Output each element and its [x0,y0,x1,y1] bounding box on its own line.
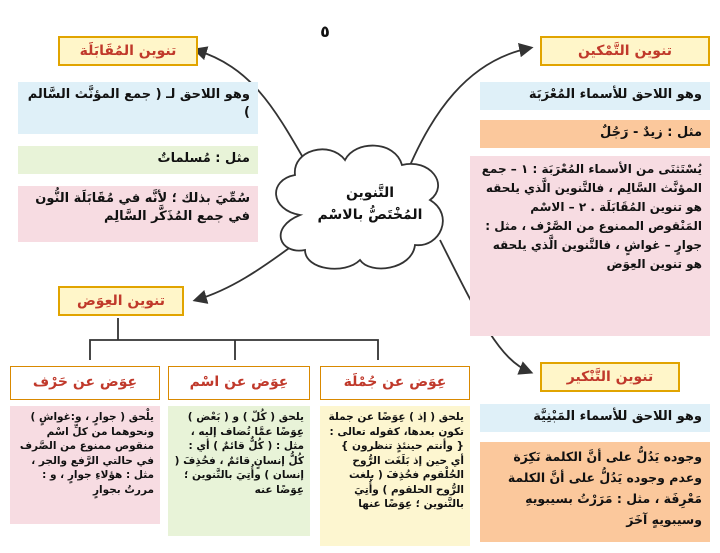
tamkeen-definition: وهو اللاحق للأسماء المُعْرَبَة [480,82,710,110]
page-number: ٥ [320,22,330,41]
iwad-branch-line [89,318,379,360]
tankeer-definition: وهو اللاحق للأسماء المَبْنِيَّة [480,404,710,432]
iwad-jumla-title: عِوَض عن جُمْلَة [320,366,470,400]
center-line2: المُخْتَصُّ بالاسْم [317,207,423,223]
muqabala-reason: سُمِّيَ بذلك ؛ لأنَّه في مُقَابَلَة النُ… [18,186,258,242]
muqabala-example: مثل : مُسلماتٌ [18,146,258,174]
tamkeen-exceptions: يُسْتَثنَى من الأسماء المُعْرَبَة : ١ – … [470,156,710,336]
iwad-harf-text: يلْحق ( جوارٍ ، و:غواشٍ ) ونحوهما من كلِ… [10,406,160,524]
arrow-to-tamkeen [399,43,534,191]
iwad-jumla-text: يلحق ( إذ ) عِوَضًا عن جملة تكون بعدها، … [320,406,470,546]
tamkeen-example: مثل : زيدٌ - رَجُلٌ [480,120,710,148]
tankeer-title: تنوين التَّنْكير [540,362,680,392]
iwad-harf-title: عِوَض عن حَرْف [10,366,160,400]
muqabala-title: تنوين المُقَابَلَة [58,36,198,66]
center-line1: التَّنوين [345,185,395,201]
iwad-title: تنوين العِوَض [58,286,184,316]
tamkeen-title: تنوين التَّمْكين [540,36,710,66]
iwad-ism-title: عِوَض عن اسْم [168,366,310,400]
tankeer-explanation: وجوده يَدُلُّ على أنَّ الكلمة نَكِرَة وع… [480,442,710,542]
muqabala-definition: وهو اللاحق لـ ( جمع المؤنَّث السَّالم ) [18,82,258,134]
arrow-to-iwad [192,239,301,304]
iwad-ism-text: يلحق ( كُلّ ) و ( بَعْض ) عِوَضًا عمَّا … [168,406,310,536]
center-concept: التَّنوين المُخْتَصُّ بالاسْم [300,182,440,226]
